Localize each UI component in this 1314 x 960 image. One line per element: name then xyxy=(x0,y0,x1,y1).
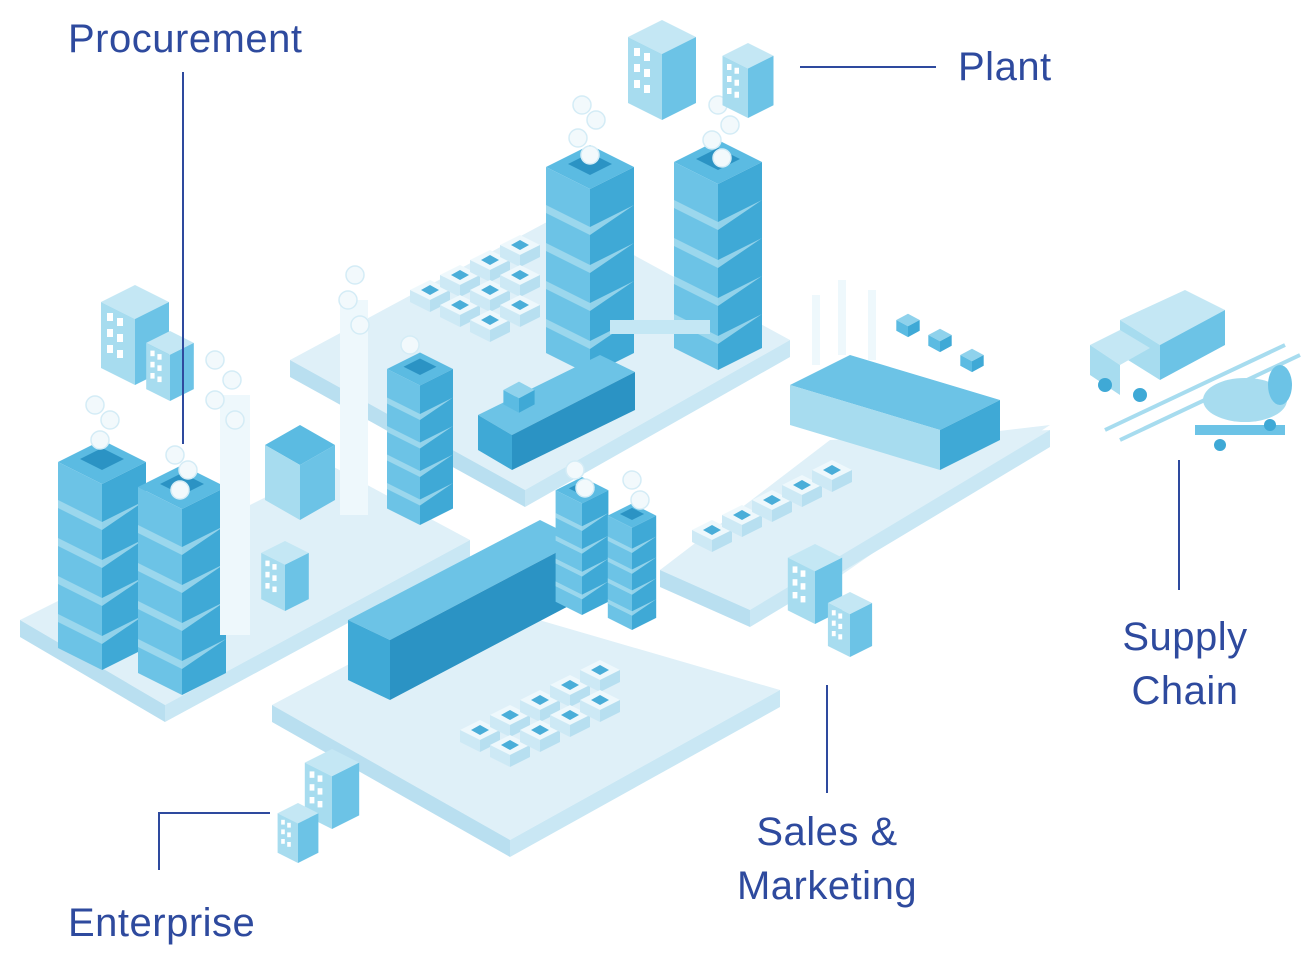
sales-marketing-label-line2: Marketing xyxy=(736,864,918,908)
supply-truck xyxy=(1090,290,1225,402)
plant-leader-line xyxy=(800,66,936,68)
enterprise-label: Enterprise xyxy=(68,901,256,945)
plant-label: Plant xyxy=(958,45,1052,89)
supply-chain-label-line2: Chain xyxy=(1131,669,1239,713)
sales-marketing-label-line1: Sales & xyxy=(756,810,898,854)
sales-marketing-label: Sales & Marketing xyxy=(720,805,934,913)
plant-factory xyxy=(478,355,635,470)
enterprise-buildings xyxy=(277,749,360,863)
supply-chain-leader-line xyxy=(1178,460,1180,590)
sales-leader-line xyxy=(826,685,828,793)
supply-chain-label: Supply Chain xyxy=(1110,610,1260,718)
procurement-label: Procurement xyxy=(68,17,303,61)
sales-factory xyxy=(790,280,1000,470)
plant-towers xyxy=(546,140,762,375)
procurement-pillars xyxy=(220,300,368,635)
plant-buildings xyxy=(628,20,774,120)
supply-tanker xyxy=(1195,365,1292,451)
enterprise-leader-line-v xyxy=(158,812,160,870)
procurement-leader-line xyxy=(182,72,184,444)
enterprise-leader-line-h xyxy=(158,812,270,814)
enterprise-factory xyxy=(348,477,657,700)
supply-chain-label-line1: Supply xyxy=(1122,615,1248,659)
